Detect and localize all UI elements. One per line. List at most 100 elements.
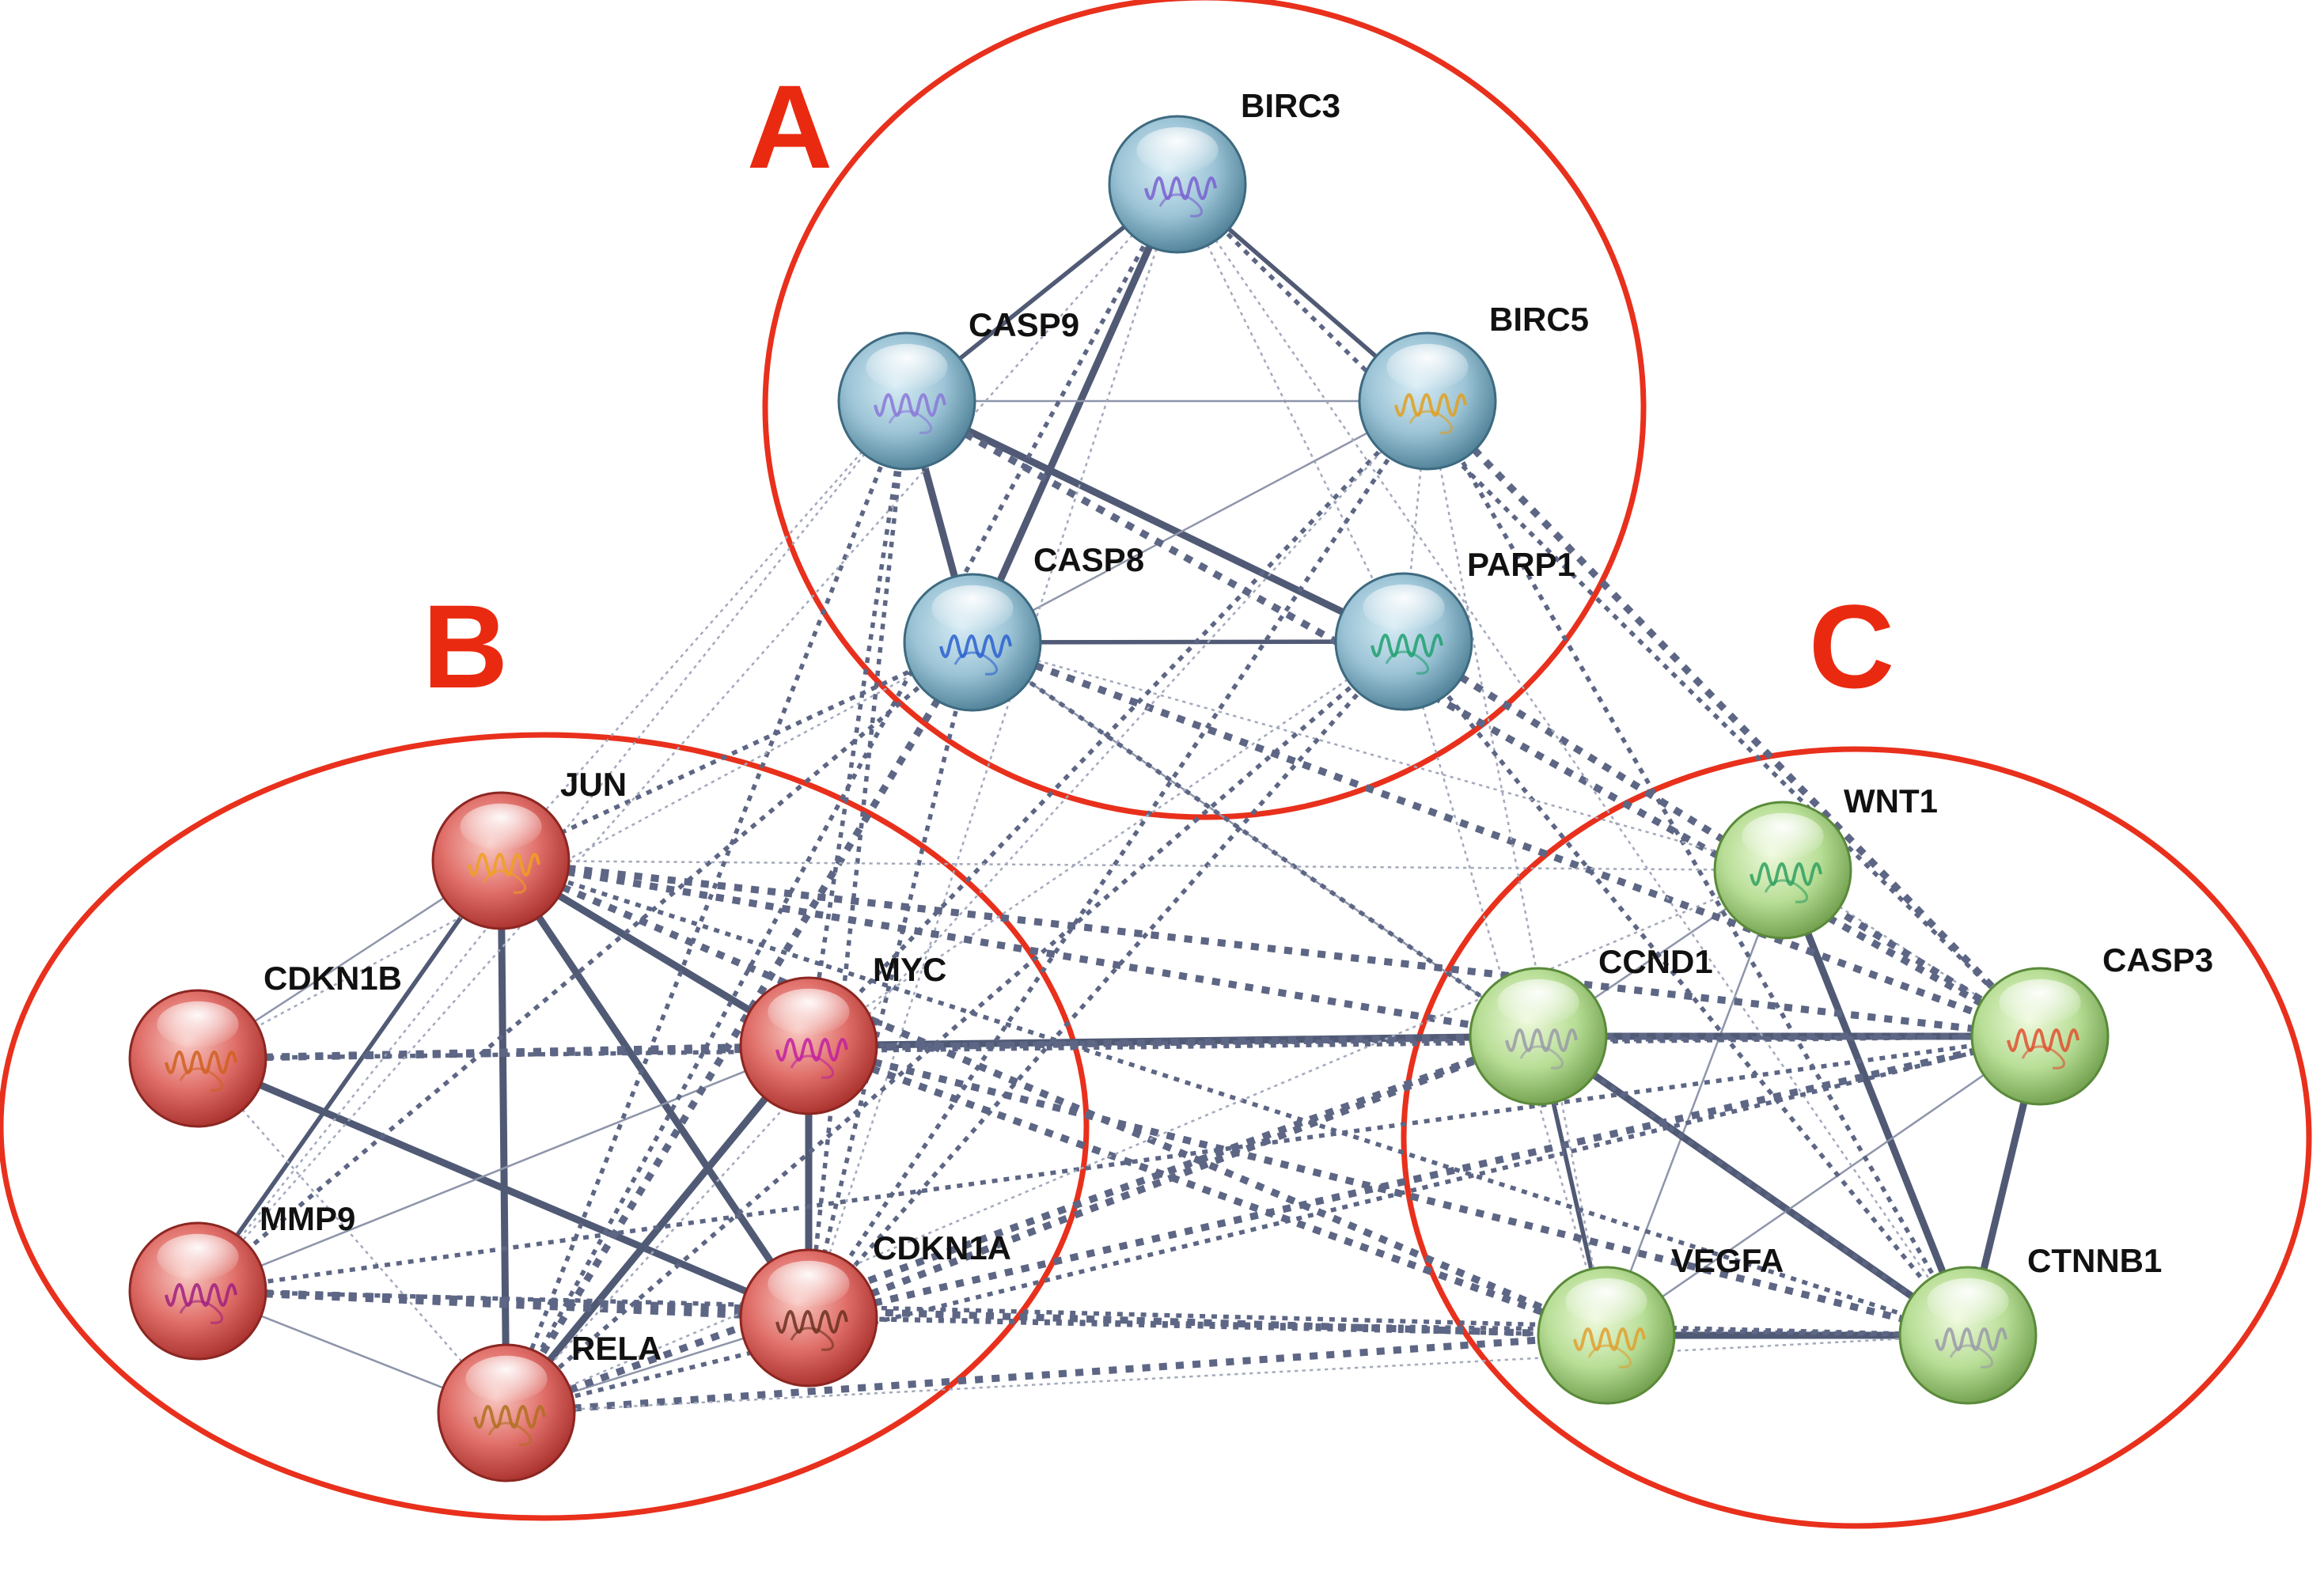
node-birc5[interactable] [1358,331,1497,471]
edge-birc3-casp3 [1176,183,2042,1038]
node-casp9[interactable] [837,331,976,471]
cluster-outlines [0,0,2312,1529]
node-label-mmp9: MMP9 [260,1200,355,1237]
node-label-ccnd1: CCND1 [1598,943,1713,980]
protein-structure-icon [468,853,540,876]
edge-casp9-mmp9 [197,400,908,1292]
node-gloss [931,585,1014,632]
edge-myc-ctnnb1 [807,1042,1970,1339]
protein-coil-icon [1519,1045,1564,1070]
node-gloss [866,343,948,391]
node-gloss [768,1260,850,1308]
node-gloss [460,803,542,850]
node-gloss [1999,979,2081,1026]
edge-birc3-cdkn1a [807,184,1179,1319]
protein-coil-icon [1764,879,1808,903]
edge-jun-wnt1 [500,859,1784,872]
edge-casp9-casp3 [904,398,2042,1039]
protein-coil-icon [953,651,998,676]
edge-wnt1-ctnnb1 [1779,866,1972,1339]
edge-wnt1-vegfa [1605,869,1784,1337]
edge-casp8-casp3 [971,638,2042,1040]
protein-structure-icon [1394,393,1467,417]
protein-coil-icon [1385,650,1429,675]
node-vegfa[interactable] [1537,1266,1676,1405]
node-label-casp3: CASP3 [2102,941,2213,979]
cluster-c-outline [1401,746,2312,1529]
protein-coil-icon [888,410,932,434]
node-gloss [1497,979,1579,1026]
edge-casp9-cdkn1a [806,400,909,1319]
edge-myc-vegfa [807,1042,1608,1339]
edge-casp9-myc [806,400,909,1047]
node-gloss [465,1355,548,1403]
edge-casp8-wnt1 [972,641,1784,872]
node-myc[interactable] [739,976,878,1115]
edge-birc5-ctnnb1 [1425,399,1970,1337]
edge-jun-cdkn1a [497,857,813,1322]
protein-structure-icon [1573,1327,1646,1351]
edge-cdkn1b-ccnd1 [197,1032,1539,1062]
node-wnt1[interactable] [1713,801,1852,940]
node-label-casp8: CASP8 [1033,541,1144,578]
protein-coil-icon [1949,1344,1993,1369]
edge-cdkn1a-ccnd1 [807,1032,1540,1322]
edge-parp1-rela [505,639,1405,1415]
cluster-c-label: C [1809,580,1894,713]
node-rela[interactable] [437,1343,576,1482]
protein-structure-icon [775,1310,848,1334]
protein-coil-icon [2021,1045,2065,1070]
node-gloss [1742,812,1824,860]
node-label-birc3: BIRC3 [1241,87,1340,124]
node-label-wnt1: WNT1 [1844,782,1938,820]
node-jun[interactable] [431,791,571,930]
node-gloss [1363,584,1445,631]
protein-structure-icon [473,1405,546,1429]
protein-coil-icon [790,1327,834,1351]
protein-structure-icon [775,1038,848,1062]
node-gloss [157,1001,239,1048]
node-gloss [157,1233,239,1281]
protein-structure-icon [165,1283,237,1307]
cluster-a-label: A [747,60,832,193]
node-cdkn1a[interactable] [739,1248,878,1388]
node-gloss [1386,343,1469,391]
node-label-myc: MYC [873,951,946,988]
node-casp8[interactable] [903,573,1042,712]
node-mmp9[interactable] [128,1221,267,1361]
node-label-casp9: CASP9 [969,306,1079,343]
node-casp3[interactable] [1970,967,2110,1106]
node-labels: BIRC3 CASP9 BIRC5 CASP8 PARP1 JUN CDKN1B… [260,87,2213,1367]
edge-casp9-rela [504,399,909,1414]
node-label-cdkn1b: CDKN1B [263,960,402,997]
node-label-rela: RELA [571,1330,662,1367]
protein-structure-icon [1750,862,1822,886]
node-birc3[interactable] [1108,115,1247,254]
edge-birc3-casp8 [969,180,1181,646]
edge-rela-wnt1 [506,869,1784,1414]
node-ctnnb1[interactable] [1898,1266,2038,1405]
node-label-ctnnb1: CTNNB1 [2027,1242,2162,1279]
edge-jun-rela [497,857,510,1417]
edge-cdkn1b-rela [197,1058,507,1414]
edge-mmp9-vegfa [197,1287,1607,1339]
protein-structure-icon [165,1051,237,1074]
protein-structure-icon [874,393,946,417]
protein-structure-icon [1935,1327,2007,1351]
edge-myc-casp3 [808,1034,2041,1048]
edge-mmp9-casp3 [197,1034,2041,1293]
edge-jun-ctnnb1 [500,858,1969,1338]
edge-jun-casp3 [500,857,2041,1040]
protein-coil-icon [790,1054,834,1079]
cluster-letters: A B C [423,60,1894,713]
node-cdkn1b[interactable] [128,989,267,1128]
protein-coil-icon [482,869,526,894]
protein-structure-icon [2007,1028,2079,1052]
node-gloss [1565,1278,1647,1325]
protein-coil-icon [1408,410,1453,434]
edge-casp8-ctnnb1 [971,640,1970,1338]
node-ccnd1[interactable] [1469,967,1608,1106]
edge-birc3-mmp9 [197,184,1178,1292]
node-parp1[interactable] [1334,572,1473,711]
edge-cdkn1b-cdkn1a [194,1054,813,1322]
